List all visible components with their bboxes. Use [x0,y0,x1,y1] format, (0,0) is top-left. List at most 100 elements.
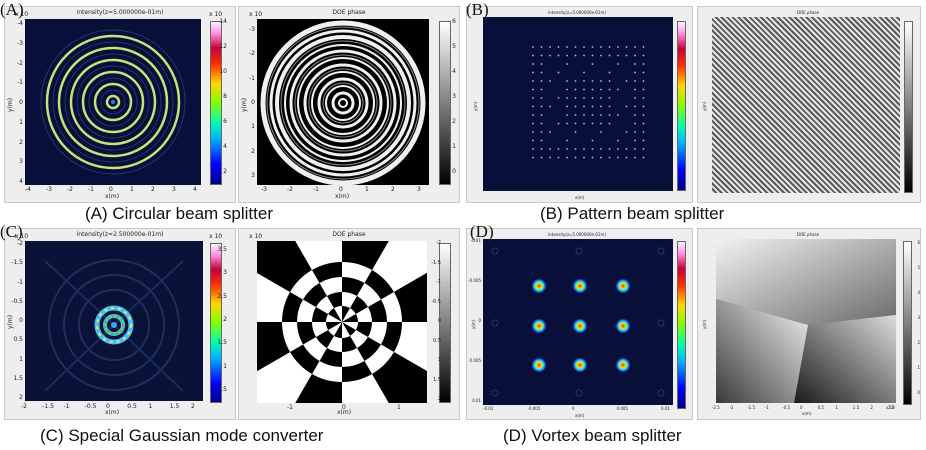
spot [532,156,534,159]
y-tick-label: -1 [17,79,23,87]
spot [608,114,611,116]
y-tick-label: -4 [17,20,23,27]
spot [557,54,560,57]
spot [600,54,602,57]
faint-spot [491,319,499,327]
y-tick-label: -2 [17,240,23,247]
x-tick-label: 1.5 [852,405,860,410]
x-tick-label: -0.01 [483,406,494,411]
spot [574,105,577,108]
axis-exponent: x 10 [886,405,895,410]
phase-plot [712,17,900,193]
x-tick-label: 1 [397,404,401,411]
y-tick-label: 1 [19,355,23,363]
plot-title: intensity(z=5.000000e-01m) [548,10,606,15]
y-axis-label: y(m) [702,101,707,111]
phase-plot [257,19,429,185]
y-tick-label: 0.5 [433,337,441,344]
spot [634,80,636,82]
vortex-spot [615,357,631,373]
phase-sector [342,322,356,336]
spot [600,46,602,48]
c-tick-label: 0 [917,390,920,395]
dot-grid-pattern [483,17,673,191]
colorbar [210,21,222,185]
spot [583,122,585,125]
spot [532,97,534,99]
c-tick-label: 1.5 [217,339,227,347]
spot [617,148,619,150]
spot [574,88,577,91]
plot-title: DOE phase [332,231,366,238]
x-tick-label: -2.5 [712,405,720,410]
c-tick-label: 4 [452,68,456,75]
spot [583,71,585,74]
spot [608,156,611,159]
spot [591,97,594,99]
x-tick-label: -1.5 [747,405,755,410]
x-axis-label: x(m) [575,195,585,200]
checker-phase-pattern [257,241,427,403]
spot [540,63,543,65]
spot [642,148,645,150]
spot [634,105,636,108]
spot [617,54,619,57]
x-tick-label: -0.5 [84,403,97,410]
phase-sector [334,306,342,322]
x-tick-label: -3 [261,186,267,193]
spot [566,114,568,116]
spot [634,114,636,116]
phase-sector [328,322,342,336]
spot [642,114,645,116]
c-tick-label: 6 [917,240,920,245]
y-tick-label: -1 [436,279,441,285]
spot [608,97,611,99]
x-tick-label: 1 [130,186,134,193]
spot [540,97,543,99]
spot [566,63,568,65]
x-tick-label: 2 [191,403,195,410]
spot [532,148,534,150]
spot [574,80,577,82]
spot [540,139,543,142]
phase-sector [342,322,358,330]
spot [608,46,611,48]
colorbar [904,21,913,193]
colorbar [903,241,912,405]
vortex-spot-grid [483,239,673,405]
spot [532,80,534,82]
x-tick-label: -2 [21,403,27,410]
spot [625,46,628,48]
label-a: (A) [0,0,24,19]
spot [540,46,543,48]
x-tick-label: -1 [313,186,319,193]
y-tick-label: 0 [251,99,255,106]
c-tick-label: 3 [452,93,456,100]
spot [591,148,594,150]
y-tick-label: 0.5 [13,336,23,344]
y-tick-label: 1 [19,118,23,126]
spot [591,122,594,125]
spot [591,54,594,57]
caption-b: (B) Pattern beam splitter [540,204,725,223]
faint-spot [575,389,583,397]
spot [566,80,568,82]
spot [532,54,534,57]
phase-sector [342,322,350,338]
y-tick-label: -2 [249,50,255,58]
spot [583,105,585,108]
y-tick-label: -0.5 [431,298,441,305]
spot [608,71,611,74]
y-tick-label: 0 [19,99,23,106]
x-tick-label: 2 [870,405,873,410]
axis-exponent: x 10 [249,233,263,240]
spot [608,148,611,150]
spot [532,46,534,48]
x-tick-label: -1 [287,404,293,411]
spot [540,105,543,108]
vortex-spot [531,357,547,373]
spot [549,80,551,82]
spot [532,71,534,74]
spot [608,88,611,91]
vortex-spot [572,278,588,294]
